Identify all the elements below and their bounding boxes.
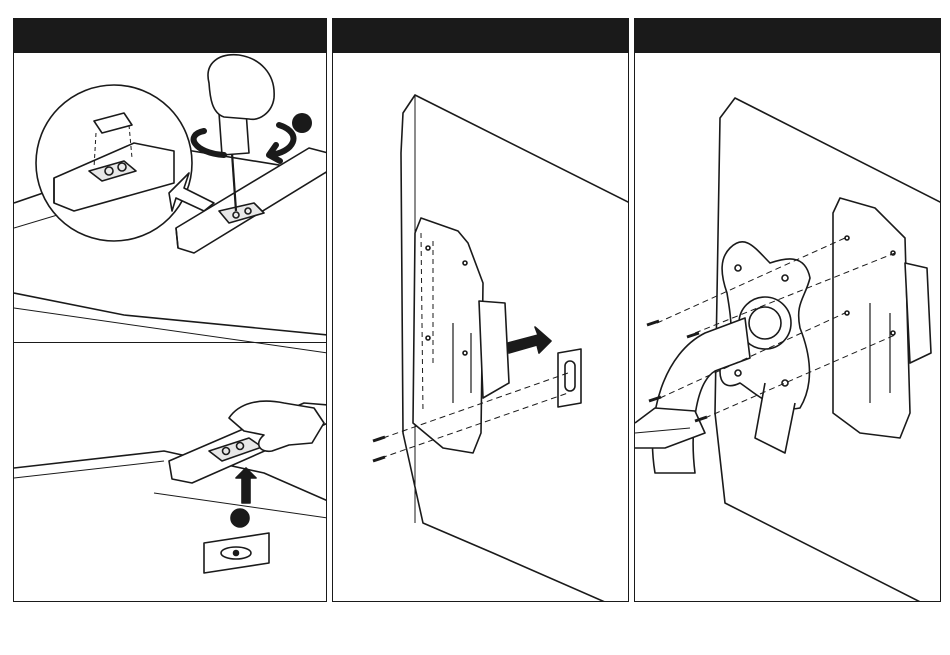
plate-handle bbox=[905, 263, 931, 363]
panel-1-header bbox=[14, 19, 326, 53]
step-marker-dot bbox=[292, 113, 312, 133]
vesa-adapter-plate bbox=[413, 218, 483, 453]
instruction-panel-3 bbox=[634, 18, 941, 602]
vesa-adapter-plate bbox=[833, 198, 910, 438]
step-attach-arm-illustration bbox=[635, 53, 941, 602]
hand-icon bbox=[208, 55, 274, 120]
plate-handle bbox=[479, 301, 509, 398]
mount-slot-plate bbox=[558, 349, 581, 407]
step-remove-cap-illustration bbox=[14, 53, 327, 378]
step-attach-plate-illustration bbox=[333, 53, 629, 602]
screw-icon bbox=[373, 437, 385, 461]
step-press-cap-illustration bbox=[14, 343, 327, 602]
panel-3-header bbox=[635, 19, 940, 53]
instruction-panel-2 bbox=[332, 18, 629, 602]
instruction-panel-1 bbox=[13, 18, 327, 602]
panel-2-header bbox=[333, 19, 628, 53]
up-arrow-icon bbox=[236, 468, 256, 503]
